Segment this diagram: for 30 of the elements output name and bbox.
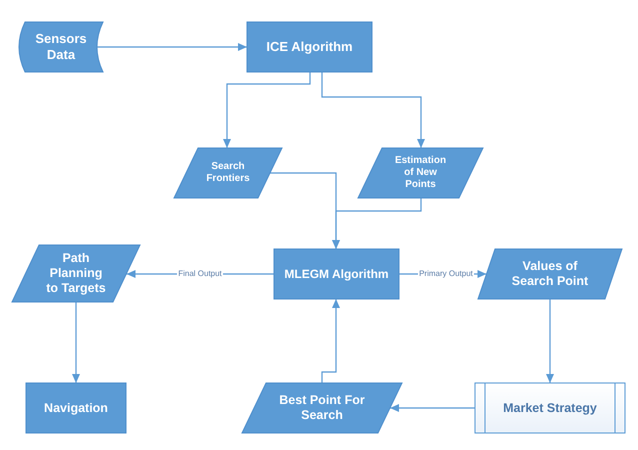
arrow	[332, 198, 422, 249]
arrow	[223, 72, 311, 148]
node-label: Search Frontiers	[206, 161, 250, 185]
data-parallelogram	[478, 249, 622, 299]
data-parallelogram	[174, 148, 282, 198]
arrow	[321, 72, 425, 148]
arrow	[546, 299, 554, 383]
node-label: MLEGM Algorithm	[284, 266, 390, 282]
arrow	[72, 302, 80, 383]
data-parallelogram	[12, 245, 140, 302]
edge-label: Final Output	[177, 269, 223, 279]
node-label: Values of Search Point	[511, 259, 589, 289]
node-label: Path Planning to Targets	[46, 251, 106, 296]
node-label: ICE Algorithm	[266, 39, 354, 55]
process-box	[274, 249, 399, 299]
node-label: Estimation of New Points	[394, 155, 447, 191]
data-parallelogram	[358, 148, 483, 198]
node-label: Navigation	[44, 400, 108, 416]
arrow	[321, 299, 340, 383]
data-parallelogram	[242, 383, 402, 433]
arrow	[390, 404, 475, 412]
node-label: Best Point For Search	[278, 393, 366, 423]
process-box	[26, 383, 126, 433]
node-label: Sensors Data	[34, 31, 88, 63]
arrow	[97, 43, 247, 51]
stored-data-shape	[19, 22, 103, 72]
process-box	[247, 22, 372, 72]
edge-label: Primary Output	[418, 269, 474, 279]
predefined-process-box	[475, 383, 625, 433]
node-label: Market Strategy	[502, 400, 598, 416]
